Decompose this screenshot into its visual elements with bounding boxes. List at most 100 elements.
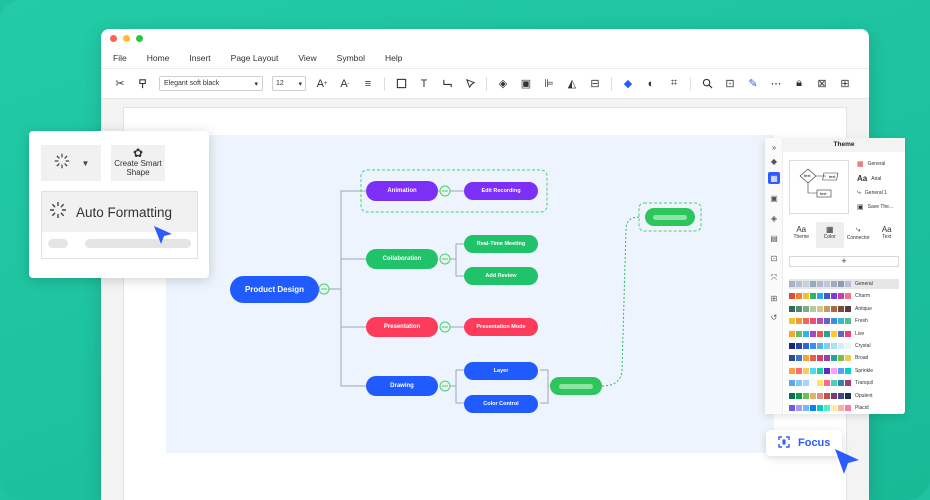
lock-icon[interactable]: 🔒︎ (796, 77, 802, 89)
cut-icon[interactable]: ✂ (115, 78, 125, 90)
line-color-icon[interactable]: ✎ (748, 78, 758, 90)
theme-option-save[interactable]: ▣ Save The... (857, 203, 893, 211)
crop-icon[interactable]: ⌗ (670, 77, 678, 89)
branch-node-drawing[interactable]: Drawing (366, 376, 438, 396)
sparkle-icon (53, 152, 71, 175)
tab-text[interactable]: Aa Text (873, 222, 902, 248)
leaf-node-layer[interactable]: Layer (464, 362, 538, 380)
tab-color[interactable]: ▦ Color (815, 222, 844, 248)
leaf-node-edit-recording[interactable]: Edit Recording (464, 182, 538, 200)
distribute-icon[interactable]: ⊟ (590, 78, 600, 90)
layers-icon[interactable]: ◈ (770, 213, 778, 223)
leaf-node-add-review[interactable]: Add Review (464, 267, 538, 285)
more-options-icon[interactable]: ⊞ (840, 78, 850, 90)
minimize-window-button[interactable] (123, 34, 130, 42)
decrease-font-icon[interactable]: A- (340, 77, 350, 90)
color-scheme-tranquil[interactable]: Tranquil (789, 378, 873, 388)
color-scheme-crystal[interactable]: Crystal (789, 341, 871, 351)
maximize-window-button[interactable] (136, 34, 143, 42)
add-theme-button[interactable]: + (789, 256, 899, 267)
color-scheme-fresh[interactable]: Fresh (789, 316, 868, 326)
leaf-node-real-time-meeting[interactable]: Real-Time Meeting (464, 235, 538, 253)
create-smart-shape-button[interactable]: ✿ Create Smart Shape (111, 145, 165, 181)
focus-button[interactable]: Focus (766, 430, 842, 456)
increase-font-icon[interactable]: A+ (316, 77, 328, 90)
close-box-icon[interactable]: ⊠ (817, 78, 827, 90)
menu-file[interactable]: File (113, 52, 127, 63)
menu-help[interactable]: Help (385, 52, 403, 63)
theme-option-font[interactable]: Aa Arial (857, 174, 881, 183)
history-icon[interactable]: ↺ (770, 312, 778, 322)
menu-view[interactable]: View (298, 52, 317, 63)
color-scheme-live[interactable]: Live (789, 329, 864, 339)
connector-icon[interactable] (440, 77, 454, 91)
leaf-node-color-control[interactable]: Color Control (464, 395, 538, 413)
collapse-icon[interactable]: » (771, 142, 777, 152)
text-icon[interactable]: T (420, 77, 428, 90)
font-family-select[interactable]: Elegant soft black ▾ (159, 76, 263, 91)
auto-format-dropdown[interactable]: ▼ (41, 145, 101, 181)
title-bar (101, 29, 869, 47)
preview-text: text (829, 174, 836, 179)
line-style-icon[interactable]: ⋯ (770, 78, 782, 90)
rectangle-icon[interactable] (394, 77, 408, 91)
leaf-label: Presentation Mode (476, 324, 526, 330)
color-scheme-name: Sprinkle (855, 367, 874, 374)
group-icon[interactable]: ▣ (520, 78, 532, 90)
color-scheme-charm[interactable]: Charm (789, 291, 870, 301)
theme-option-label: Arial (871, 175, 882, 182)
color-swatch (796, 380, 802, 387)
floating-node[interactable] (645, 208, 695, 226)
menu-home[interactable]: Home (146, 52, 170, 63)
attachment-icon[interactable]: ⊡ (770, 253, 778, 263)
summary-node[interactable] (550, 377, 602, 395)
mindmap-canvas[interactable]: Product Design Animation Collaboration P… (166, 135, 774, 453)
tab-connector[interactable]: ⤷ Connector (844, 222, 873, 248)
color-scheme-broad[interactable]: Broad (789, 353, 868, 363)
leaf-label: Edit Recording (481, 188, 521, 194)
color-scheme-antique[interactable]: Antique (789, 304, 872, 314)
menu-symbol[interactable]: Symbol (336, 52, 366, 63)
color-swatch (831, 392, 837, 399)
page-icon[interactable]: ▤ (770, 233, 778, 243)
color-swatch (789, 293, 795, 300)
auto-formatting-button[interactable]: Auto Formatting (42, 192, 197, 232)
image-icon[interactable]: ▣ (770, 193, 778, 203)
leaf-node-presentation-mode[interactable]: Presentation Mode (464, 318, 538, 336)
fill-color-icon[interactable]: ◆ (623, 78, 633, 90)
format-painter-icon[interactable] (136, 77, 150, 91)
pointer-icon[interactable] (463, 77, 477, 91)
root-node[interactable]: Product Design (230, 276, 319, 303)
color-swatch (824, 355, 830, 362)
color-swatch (831, 318, 837, 325)
expand-icon[interactable]: ⤧ (770, 273, 778, 282)
branch-node-collaboration[interactable]: Collaboration (366, 249, 438, 269)
image-search-icon[interactable]: ⊡ (725, 78, 735, 90)
branch-node-animation[interactable]: Animation (366, 181, 438, 201)
color-scheme-general[interactable]: General (789, 279, 899, 289)
flip-icon[interactable]: ◭ (567, 78, 577, 90)
menu-insert[interactable]: Insert (189, 52, 211, 63)
fill-icon[interactable]: ◆ (770, 156, 778, 166)
color-scheme-sprinkle[interactable]: Sprinkle (789, 366, 873, 376)
search-icon[interactable] (700, 77, 714, 91)
branch-node-presentation[interactable]: Presentation (366, 317, 438, 337)
font-size-select[interactable]: 12 ▾ (272, 76, 306, 91)
shape-style-icon[interactable]: ◐ (647, 77, 655, 90)
align-left-icon[interactable]: ⊫ (544, 78, 554, 90)
color-scheme-placid[interactable]: Placid (789, 403, 869, 413)
theme-icon[interactable]: ▦ (768, 172, 780, 184)
align-icon[interactable]: ≡ (364, 77, 372, 90)
theme-preview[interactable]: text text text (789, 160, 849, 214)
theme-option-general[interactable]: ▦ General (857, 160, 885, 168)
theme-option-label: General (867, 161, 886, 167)
tab-theme[interactable]: Aa Theme (787, 222, 816, 248)
theme-option-connector[interactable]: ⤷ General 1 (857, 189, 887, 197)
present-icon[interactable]: ⊞ (770, 293, 778, 303)
close-window-button[interactable] (110, 34, 117, 42)
layers-icon[interactable]: ◈ (498, 78, 508, 90)
color-scheme-opulent[interactable]: Opulent (789, 391, 873, 401)
menu-page-layout[interactable]: Page Layout (230, 52, 279, 63)
color-swatch (810, 355, 816, 362)
color-swatch (810, 318, 816, 325)
